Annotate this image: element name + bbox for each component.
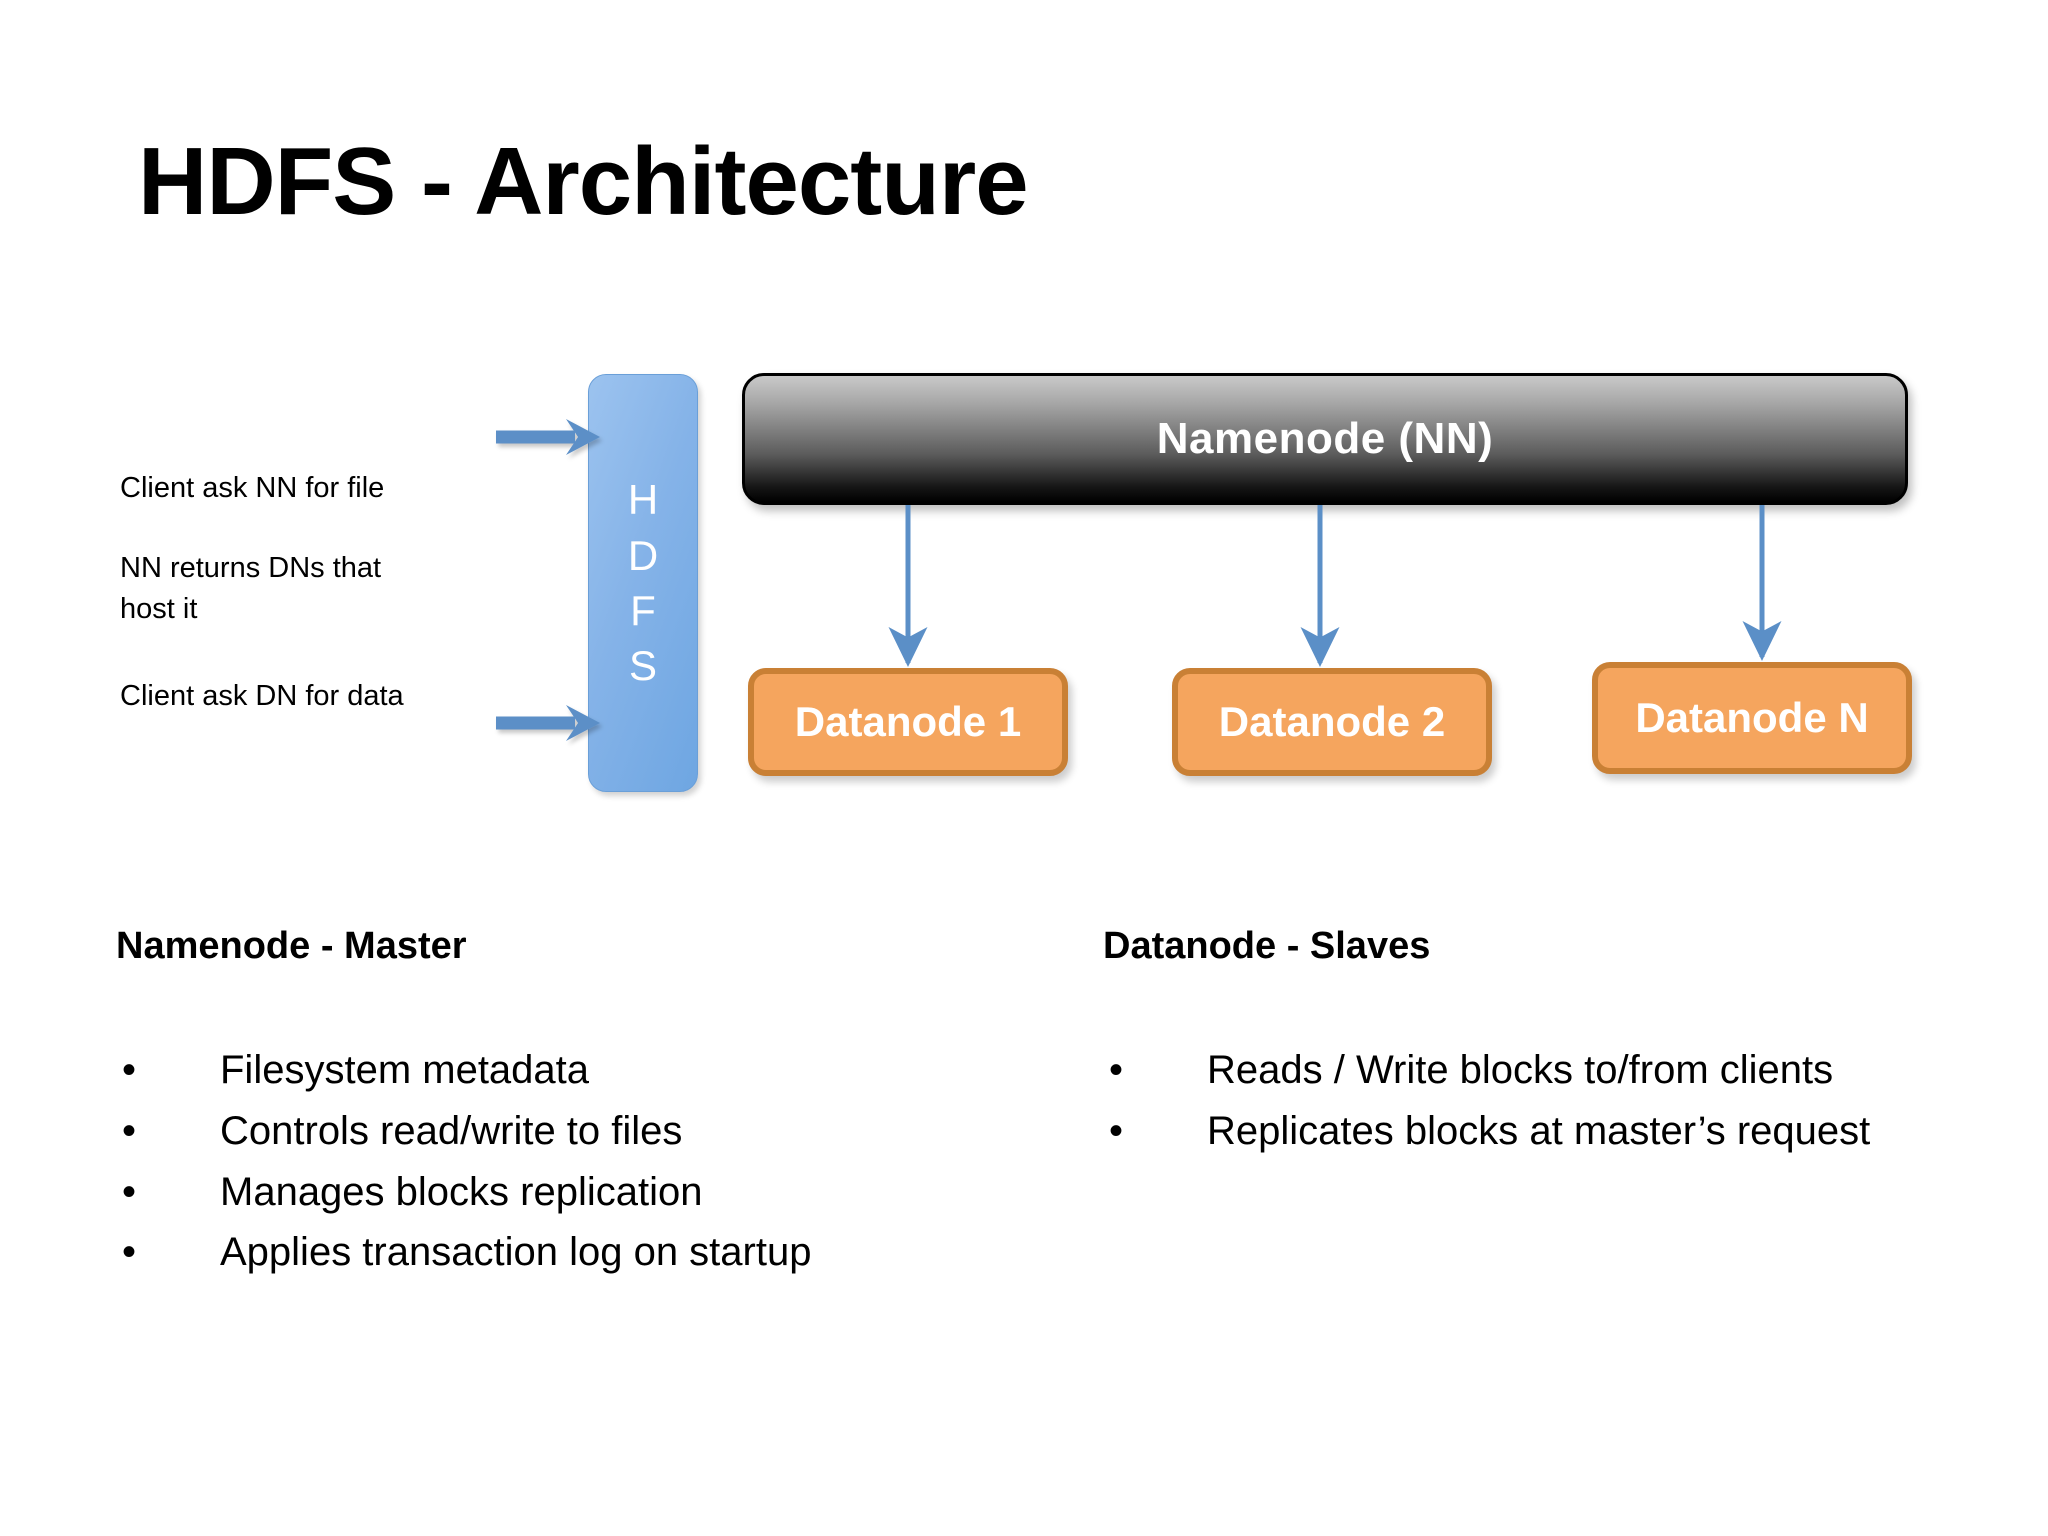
- list-item: • Applies transaction log on startup: [116, 1222, 996, 1283]
- list-item-label: Replicates blocks at master’s request: [1207, 1108, 1871, 1153]
- list-item: • Controls read/write to files: [116, 1101, 996, 1162]
- hdfs-letter-h: H: [627, 476, 659, 524]
- namenode-label: Namenode (NN): [1156, 414, 1494, 463]
- hdfs-letter-d: D: [627, 531, 659, 579]
- list-item: • Manages blocks replication: [116, 1162, 996, 1223]
- bullet-icon: •: [1109, 1108, 1124, 1153]
- flow-label-nn-returns-dns: NN returns DNs that host it: [120, 552, 382, 626]
- client-arrow-top: [496, 419, 600, 455]
- list-item-label: Manages blocks replication: [220, 1169, 703, 1214]
- datanode-label-2: Datanode 2: [1218, 698, 1446, 745]
- list-item-label: Filesystem metadata: [220, 1048, 590, 1092]
- datanode-box-1: Datanode 1: [748, 668, 1068, 776]
- namenode-box: Namenode (NN): [742, 373, 1908, 505]
- datanode-box-n: Datanode N: [1592, 662, 1912, 774]
- list-item-label: Controls read/write to files: [220, 1108, 683, 1153]
- namenode-column-heading: Namenode - Master: [116, 925, 467, 967]
- page-title: HDFS - Architecture: [138, 128, 1029, 235]
- bullet-icon: •: [122, 1230, 137, 1275]
- list-item: • Filesystem metadata: [116, 1040, 996, 1101]
- datanode-box-2: Datanode 2: [1172, 668, 1492, 776]
- hdfs-letter-f: F: [630, 587, 656, 634]
- bullet-icon: •: [122, 1048, 137, 1092]
- datanode-bullet-list: • Reads / Write blocks to/from clients •…: [1103, 1040, 2003, 1162]
- bullet-icon: •: [1109, 1048, 1124, 1092]
- hdfs-letter-s: S: [628, 642, 657, 690]
- bullet-icon: •: [122, 1108, 137, 1153]
- datanode-column-heading: Datanode - Slaves: [1103, 925, 1431, 967]
- bullet-icon: •: [122, 1169, 137, 1214]
- list-item: • Replicates blocks at master’s request: [1103, 1101, 2003, 1162]
- flow-label-client-ask-dn: Client ask DN for data: [120, 680, 404, 712]
- flow-label-client-ask-nn: Client ask NN for file: [120, 472, 385, 504]
- list-item-label: Applies transaction log on startup: [220, 1230, 812, 1275]
- list-item: • Reads / Write blocks to/from clients: [1103, 1040, 2003, 1101]
- datanode-label-n: Datanode N: [1635, 694, 1869, 741]
- list-item-label: Reads / Write blocks to/from clients: [1207, 1048, 1834, 1092]
- hdfs-bar: H D F S: [588, 374, 698, 792]
- client-arrow-bottom: [496, 705, 600, 741]
- namenode-bullet-list: • Filesystem metadata • Controls read/wr…: [116, 1040, 996, 1283]
- datanode-label-1: Datanode 1: [794, 698, 1022, 745]
